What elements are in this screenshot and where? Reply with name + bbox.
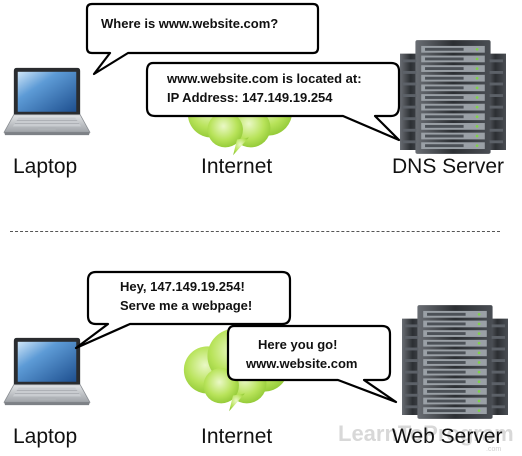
request-bubble-line-1: Hey, 147.149.19.254! bbox=[120, 279, 245, 294]
laptop-label: Laptop bbox=[13, 155, 78, 178]
server-icon bbox=[400, 40, 506, 154]
request-bubble-line-2: Serve me a webpage! bbox=[120, 298, 253, 313]
internet-label: Internet bbox=[201, 155, 273, 178]
query-bubble-shape bbox=[85, 2, 320, 76]
dns-server-label: DNS Server bbox=[392, 155, 505, 178]
response-bubble-line-2: www.website.com bbox=[246, 356, 358, 371]
section-divider bbox=[10, 231, 500, 232]
reply-bubble-shape bbox=[145, 61, 401, 142]
laptop-label: Laptop bbox=[13, 425, 78, 448]
reply-bubble-line-2: IP Address: 147.149.19.254 bbox=[167, 90, 333, 105]
watermark-suffix: .com bbox=[486, 446, 502, 453]
request-bubble-shape bbox=[74, 270, 292, 350]
internet-label: Internet bbox=[201, 425, 273, 448]
response-bubble-line-1: Here you go! bbox=[258, 337, 338, 352]
reply-bubble-line-1: www.website.com is located at: bbox=[167, 71, 362, 86]
watermark: LearnToProgram bbox=[338, 421, 514, 446]
response-bubble-shape bbox=[226, 324, 398, 404]
web-server-label: Web Server bbox=[392, 425, 503, 448]
laptop-icon bbox=[3, 64, 91, 142]
query-bubble-text: Where is www.website.com? bbox=[101, 16, 279, 31]
